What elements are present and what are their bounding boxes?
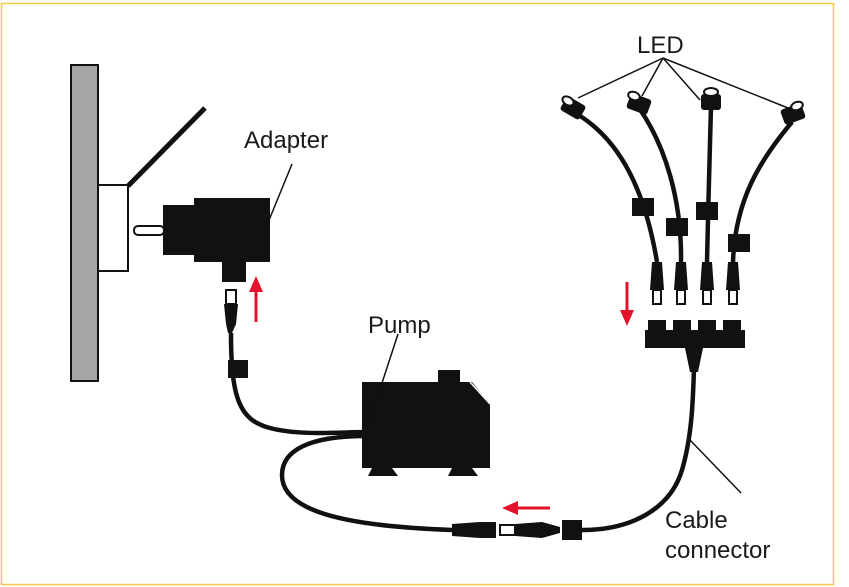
connector-to-splitter-cable xyxy=(581,367,697,533)
led-plug-2 xyxy=(674,262,688,305)
pump-leader-line xyxy=(365,333,399,433)
hub-socket-2 xyxy=(673,320,691,332)
led-label: LED xyxy=(637,32,684,59)
hub-stem xyxy=(685,348,703,372)
pump xyxy=(362,333,491,476)
wall-socket xyxy=(70,64,207,382)
socket-lid xyxy=(126,106,207,188)
hub-socket-4 xyxy=(723,320,741,332)
plug-pin-adapter xyxy=(225,289,237,305)
led-plug-1 xyxy=(650,262,664,305)
splitter-hub xyxy=(645,320,745,372)
led-cable-2 xyxy=(637,106,684,263)
arrow-left-connector xyxy=(502,501,550,515)
cable-connector-label-line2: connector xyxy=(665,537,770,564)
arrow-down-splitter xyxy=(620,282,634,326)
led-leader-lines xyxy=(577,57,789,109)
connector-sleeve xyxy=(562,520,582,540)
adapter-leader-line xyxy=(255,163,293,253)
connector-pin xyxy=(499,524,516,536)
pump-foot-left xyxy=(368,468,398,476)
led-sleeve-4 xyxy=(728,234,750,252)
led-cable-1 xyxy=(575,112,660,263)
connector-plug xyxy=(515,522,560,538)
hub-bar xyxy=(645,330,745,348)
frame-border xyxy=(0,2,835,586)
arrow-up-adapter xyxy=(249,276,263,322)
led-lamps xyxy=(560,87,806,125)
pump-foot-right xyxy=(448,468,478,476)
led-sleeve-2 xyxy=(666,218,688,236)
hub-socket-1 xyxy=(648,320,666,332)
pump-label: Pump xyxy=(368,312,431,339)
led-plugs xyxy=(650,262,740,305)
led-plug-3 xyxy=(700,262,714,305)
pump-output-cable xyxy=(279,433,453,533)
hub-socket-3 xyxy=(698,320,716,332)
adapter-label: Adapter xyxy=(244,127,328,154)
adapter-to-pump-cable xyxy=(228,332,367,436)
direction-arrows xyxy=(249,276,634,515)
led-lamp-3 xyxy=(701,87,721,110)
led-lamp-1 xyxy=(560,95,586,120)
cable-connector-label-line1: Cable xyxy=(665,507,728,534)
pump-body xyxy=(362,382,490,468)
pump-edge xyxy=(469,381,491,405)
led-sleeve-3 xyxy=(696,202,718,220)
connector-leader-line xyxy=(689,439,742,494)
led-sleeve-1 xyxy=(632,198,654,216)
adapter-body xyxy=(163,198,270,282)
led-lamp-2 xyxy=(626,90,652,115)
wall xyxy=(70,64,99,382)
wall-socket-box xyxy=(97,184,129,272)
connector-socket xyxy=(452,522,496,538)
led-plug-4 xyxy=(726,262,740,305)
adapter xyxy=(133,163,293,282)
led-cable-3 xyxy=(704,105,714,263)
led-lamp-4 xyxy=(780,100,806,125)
cable-connector xyxy=(452,520,582,540)
adapter-plug-pin xyxy=(133,225,165,236)
plug-adapter xyxy=(224,304,238,333)
